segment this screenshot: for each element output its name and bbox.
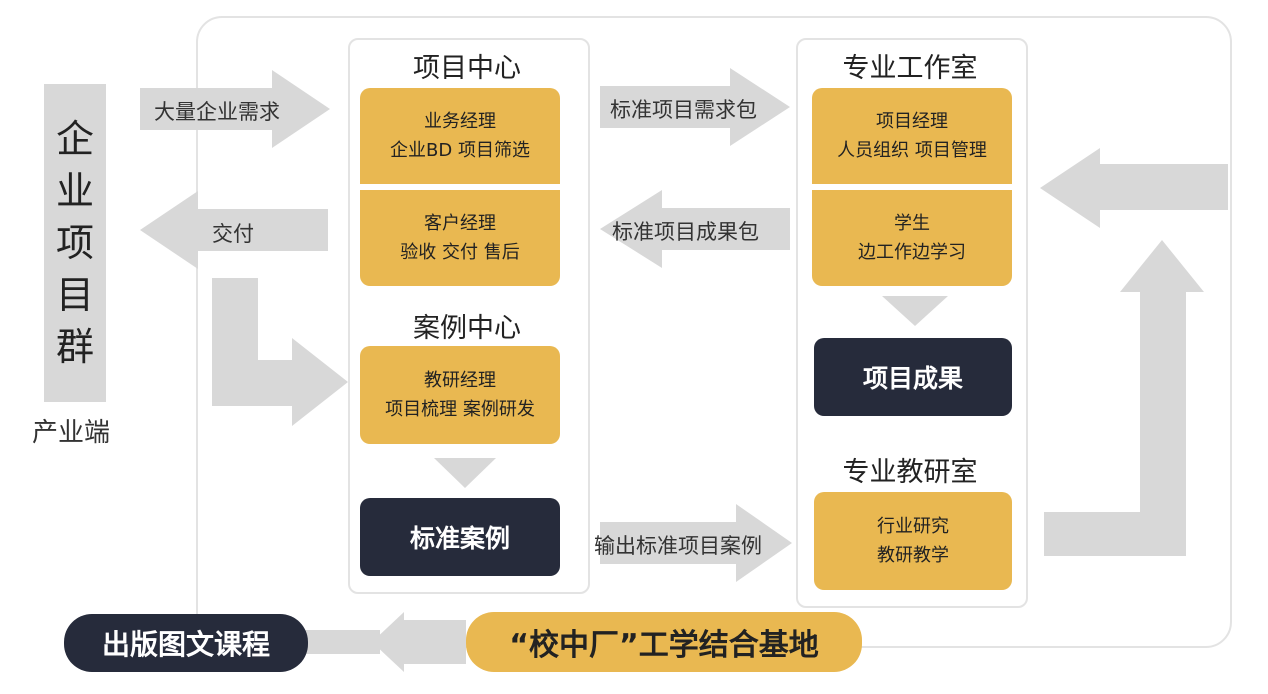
case-down-triangle: [434, 458, 496, 488]
standard-demand-arrow: [600, 68, 790, 146]
studio-down-triangle: [882, 296, 948, 326]
industry-research-box: 行业研究 教研教学: [814, 492, 1012, 590]
project-manager-box: 项目经理 人员组织 项目管理: [812, 88, 1012, 184]
industry-side-label: 产业端: [32, 418, 111, 448]
demand-arrow: [140, 70, 330, 148]
case-center-title: 案例中心: [413, 313, 521, 344]
studio-title: 专业工作室: [842, 53, 978, 84]
standard-demand-label: 标准项目需求包: [610, 98, 757, 122]
loop-arrow-left: [1040, 148, 1228, 228]
standard-result-arrow: [600, 190, 790, 268]
industry-research-line2: 教研教学: [877, 545, 949, 566]
student-role: 学生: [894, 213, 930, 234]
enterprise-char-5: 群: [55, 325, 94, 369]
output-case-label: 输出标准项目案例: [594, 534, 762, 558]
demand-label: 大量企业需求: [154, 100, 280, 124]
enterprise-char-4: 目: [55, 273, 94, 317]
account-manager-role: 客户经理: [424, 213, 496, 234]
student-box: 学生 边工作边学习: [812, 190, 1012, 286]
deliver-label: 交付: [212, 222, 254, 246]
research-manager-box: 教研经理 项目梳理 案例研发: [360, 346, 560, 444]
standard-case-box: 标准案例: [360, 498, 560, 576]
publish-course-pill: 出版图文课程: [64, 614, 308, 672]
case-input-arrow: [212, 278, 348, 426]
account-manager-duties: 验收 交付 售后: [400, 242, 520, 263]
loop-arrow-bottom: [1044, 512, 1140, 556]
standard-result-label: 标准项目成果包: [612, 220, 759, 244]
enterprise-char-3: 项: [55, 221, 94, 265]
project-manager-duties: 人员组织 项目管理: [837, 140, 987, 161]
business-manager-box: 业务经理 企业BD 项目筛选: [360, 88, 560, 184]
loop-arrow-up: [1120, 240, 1204, 556]
project-manager-role: 项目经理: [876, 111, 948, 132]
project-center-title: 项目中心: [413, 53, 521, 84]
industry-research-line1: 行业研究: [877, 516, 949, 537]
deliver-arrow: [140, 191, 328, 269]
enterprise-char-1: 企: [55, 117, 94, 161]
student-duties: 边工作边学习: [858, 242, 966, 263]
enterprise-char-2: 业: [55, 169, 94, 213]
bottom-connector: [300, 630, 380, 654]
business-manager-role: 业务经理: [424, 111, 496, 132]
research-room-title: 专业教研室: [842, 457, 978, 488]
bottom-left-arrow: [372, 612, 466, 672]
research-manager-role: 教研经理: [424, 370, 496, 391]
output-case-arrow: [600, 504, 792, 582]
business-manager-duties: 企业BD 项目筛选: [390, 140, 530, 161]
school-factory-base-pill: “校中厂”工学结合基地: [466, 612, 862, 672]
account-manager-box: 客户经理 验收 交付 售后: [360, 190, 560, 286]
project-result-box: 项目成果: [814, 338, 1012, 416]
research-manager-duties: 项目梳理 案例研发: [385, 399, 535, 420]
enterprise-group-bar: 企 业 项 目 群: [44, 84, 106, 402]
